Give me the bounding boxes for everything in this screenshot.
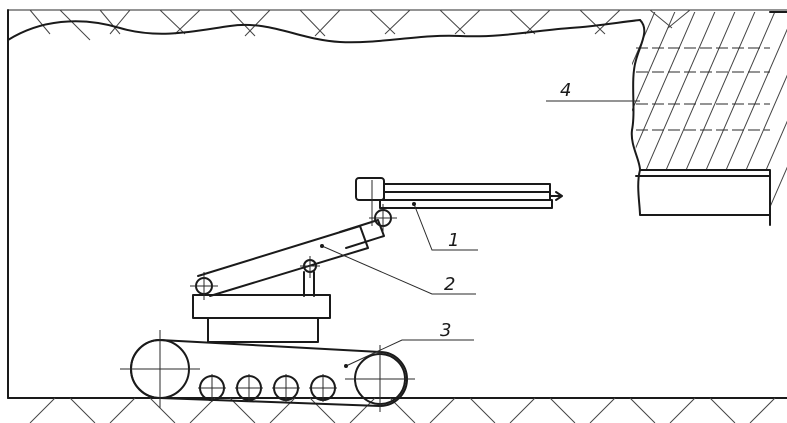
callout-2: 2 xyxy=(444,274,455,295)
callout-4: 4 xyxy=(560,80,571,101)
leader-lines xyxy=(320,100,640,368)
telescopic-boom xyxy=(355,177,563,226)
roof-hatch xyxy=(8,9,787,41)
rock-mass xyxy=(630,11,787,226)
crawler-chassis xyxy=(120,294,415,412)
roof-outline xyxy=(7,19,641,44)
callout-1: 1 xyxy=(448,230,459,251)
floor-hatch xyxy=(7,397,787,423)
callout-3: 3 xyxy=(440,320,451,341)
hydraulic-cylinder xyxy=(190,204,397,300)
